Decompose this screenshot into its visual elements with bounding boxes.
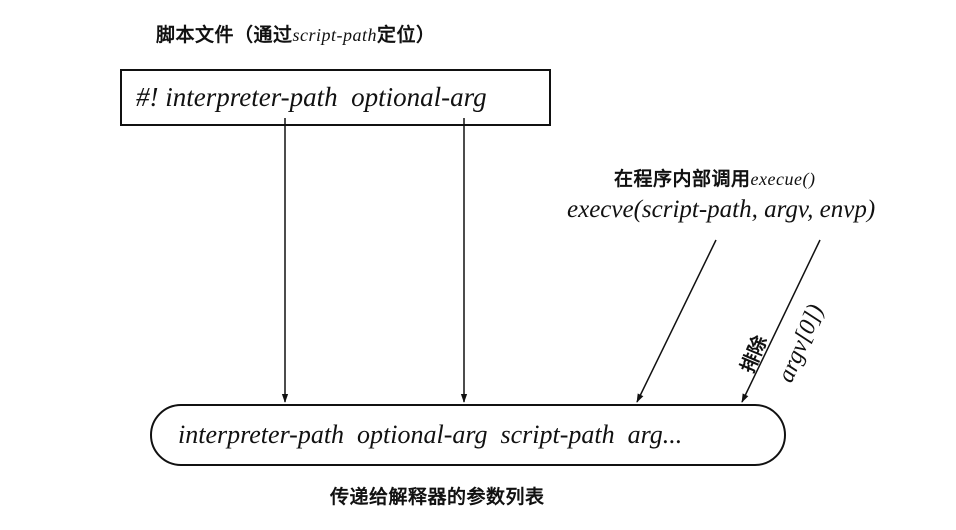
execve-caption-function: execue() (750, 169, 816, 189)
script-file-label-prefix: 脚本文件（通过 (156, 24, 293, 46)
script-file-label: 脚本文件（通过script-path定位） (156, 20, 436, 47)
script-file-label-suffix: 定位） (377, 24, 436, 46)
shebang-line: #! interpreter-path optional-arg (136, 82, 487, 112)
script-path-arrow (636, 239, 717, 403)
exclude-label: 排除 (736, 332, 772, 377)
interpreter-args-box: interpreter-path optional-arg script-pat… (150, 404, 786, 466)
script-path-term: script-path (292, 25, 378, 45)
execve-call: execve(script-path, argv, envp) (567, 196, 876, 223)
execve-caption: 在程序内部调用execue() (614, 164, 815, 191)
execve-caption-prefix: 在程序内部调用 (614, 168, 751, 190)
interpreter-args-list: interpreter-path optional-arg script-pat… (178, 420, 683, 449)
script-file-box: #! interpreter-path optional-arg (120, 69, 551, 126)
argv0-label: argv[0]) (773, 300, 829, 387)
arg-list-label: 传递给解释器的参数列表 (330, 486, 545, 508)
